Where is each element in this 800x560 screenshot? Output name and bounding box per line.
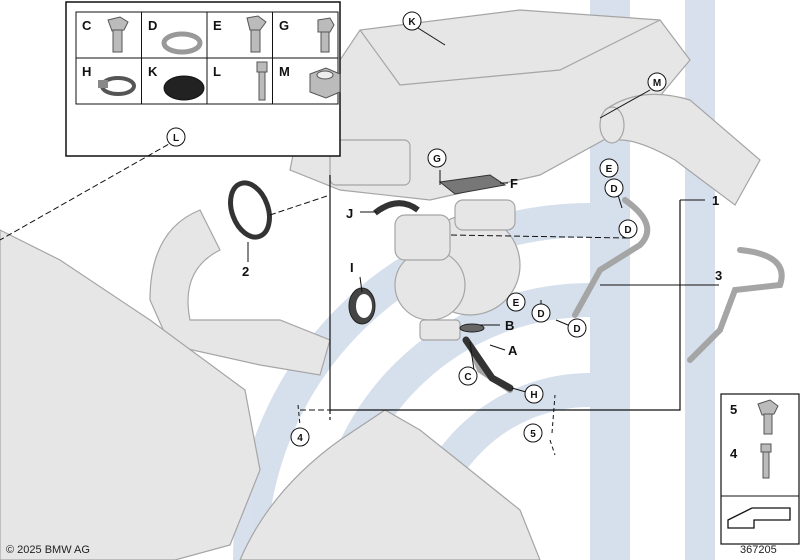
legend-cell-k: K	[148, 64, 205, 101]
legend-cell-h: H	[82, 64, 136, 96]
callout-a: A	[508, 343, 518, 358]
svg-text:G: G	[279, 18, 289, 33]
callout-e-lower: E	[506, 292, 526, 312]
svg-text:D: D	[610, 184, 617, 195]
hardware-legend: C D E G H	[65, 1, 341, 157]
gasket-2-illustration	[228, 180, 272, 240]
callout-m: M	[647, 72, 667, 92]
exhaust-pipe-illustration	[599, 93, 761, 206]
callout-e-upper: E	[599, 158, 619, 178]
svg-text:H: H	[82, 64, 91, 79]
diagram-number: 367205	[740, 544, 777, 556]
legend-item-4: 4	[730, 443, 772, 479]
seal-ring-i-illustration	[348, 287, 376, 325]
legend-cell-c: C	[82, 16, 129, 53]
svg-text:H: H	[530, 390, 537, 401]
legend-cell-d: D	[148, 18, 203, 55]
svg-text:5: 5	[730, 402, 737, 417]
svg-text:5: 5	[530, 429, 536, 440]
side-legend: 5 4	[720, 393, 800, 545]
legend-cell-m: M	[279, 64, 341, 99]
svg-text:E: E	[513, 298, 520, 309]
callout-c: C	[458, 366, 478, 386]
svg-text:E: E	[213, 18, 222, 33]
svg-text:D: D	[537, 309, 544, 320]
part-number-labels: 1 2 3 F J I B A	[242, 176, 722, 358]
nut-icon	[309, 67, 341, 99]
turbocharger-illustration	[394, 199, 521, 341]
pipe-a-illustration	[462, 336, 514, 392]
legend-item-5: 5	[730, 399, 779, 435]
bolt-icon	[107, 16, 129, 53]
callout-l: L	[166, 127, 186, 147]
oil-feed-line-illustration	[687, 247, 785, 363]
clamp-j-illustration	[373, 200, 420, 216]
callout-d-lower-1: D	[531, 303, 551, 323]
callout-g: G	[427, 148, 447, 168]
callout-1: 1	[712, 193, 719, 208]
callout-d-upper-1: D	[604, 178, 624, 198]
leader-lines	[0, 27, 719, 456]
gasket-b-illustration	[459, 323, 485, 333]
svg-text:G: G	[433, 154, 441, 165]
bolt-icon	[757, 399, 779, 435]
legend-cell-l: L	[213, 61, 268, 101]
svg-text:K: K	[148, 64, 158, 79]
svg-text:4: 4	[297, 433, 303, 444]
orientation-arrow-icon	[721, 495, 799, 529]
screw-icon	[760, 443, 772, 479]
callout-d-lower-2: D	[567, 318, 587, 338]
callout-k: K	[402, 11, 422, 31]
svg-text:E: E	[606, 164, 613, 175]
callout-j: J	[346, 206, 353, 221]
svg-text:D: D	[624, 225, 631, 236]
svg-text:K: K	[408, 17, 416, 28]
callout-3: 3	[715, 268, 722, 283]
svg-text:L: L	[213, 64, 221, 79]
callout-h: H	[524, 384, 544, 404]
legend-cell-e: E	[213, 15, 267, 53]
callout-i: I	[350, 260, 354, 275]
banjo-bolt-icon	[246, 15, 267, 53]
callout-d-upper-2: D	[618, 219, 638, 239]
copyright-text: © 2025 BMW AG	[6, 544, 90, 556]
assembly-frame	[329, 175, 681, 420]
hose-clamp-icon	[98, 76, 136, 96]
screw-icon	[256, 61, 268, 101]
svg-text:C: C	[82, 18, 92, 33]
gasket-f-illustration	[438, 174, 507, 195]
washer-icon	[161, 31, 203, 55]
callout-2: 2	[242, 264, 249, 279]
svg-text:D: D	[148, 18, 157, 33]
grommet-icon	[163, 75, 205, 101]
callout-4: 4	[290, 427, 310, 447]
stud-bolt-icon	[317, 17, 335, 53]
cylinder-head-illustration	[289, 9, 691, 201]
callout-5: 5	[523, 423, 543, 443]
heat-shield-illustration	[0, 229, 541, 560]
svg-text:M: M	[279, 64, 290, 79]
callout-b: B	[505, 318, 514, 333]
svg-text:M: M	[653, 78, 661, 89]
legend-cell-g: G	[279, 17, 335, 53]
callout-f: F	[510, 176, 518, 191]
intake-hose-illustration	[149, 209, 331, 376]
svg-text:L: L	[173, 133, 179, 144]
svg-text:C: C	[464, 372, 471, 383]
svg-text:4: 4	[730, 446, 738, 461]
svg-text:D: D	[573, 324, 580, 335]
circled-callouts: K M L G E D D E	[166, 11, 667, 447]
